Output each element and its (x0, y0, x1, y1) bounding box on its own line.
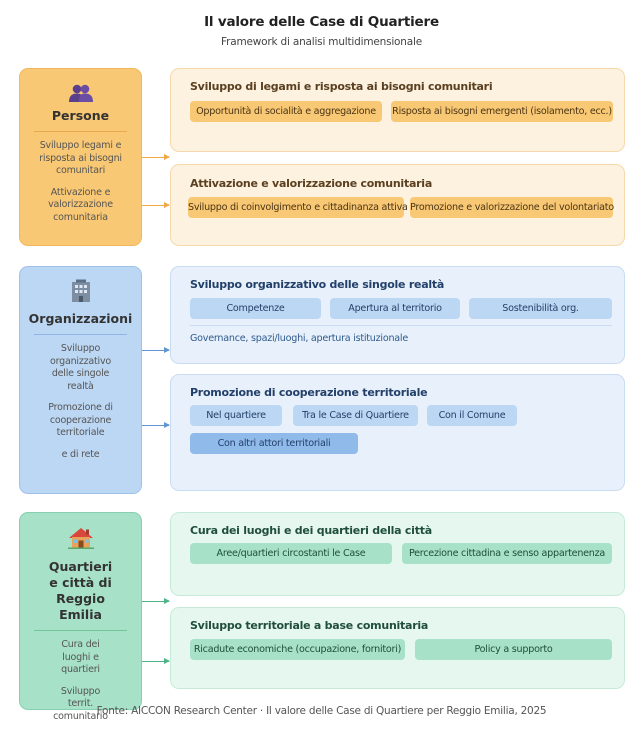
chip: Con altri attori territoriali (190, 433, 358, 454)
section-persone-box: Persone Sviluppo legami e risposta ai bi… (19, 68, 142, 246)
chip: Apertura al territorio (330, 298, 460, 319)
card-title: Cura dei luoghi e dei quartieri della ci… (190, 524, 432, 537)
chip: Sostenibilità org. (469, 298, 612, 319)
source-footer: Fonte: AICCON Research Center · Il valor… (96, 705, 547, 717)
building-icon (71, 279, 90, 302)
section-item: Promozione di cooperazione territoriale (48, 402, 113, 438)
connector-arrow (142, 347, 170, 353)
chip: Tra le Case di Quartiere (293, 405, 418, 426)
card-sviluppo-legami: Sviluppo di legami e risposta ai bisogni… (170, 68, 625, 152)
section-item: Attivazione e valorizzazione comunitaria (48, 186, 113, 223)
card-sviluppo-organizzativo: Sviluppo organizzativo delle singole rea… (170, 266, 625, 364)
chip: Sviluppo di coinvolgimento e cittadinanz… (188, 197, 408, 218)
chip: Competenze (190, 298, 321, 319)
divider (190, 325, 612, 326)
people-icon (68, 84, 93, 102)
card-title: Promozione di cooperazione territoriale (190, 386, 428, 399)
section-item: Sviluppo legami e risposta ai bisogni co… (39, 140, 122, 176)
divider (34, 334, 127, 335)
section-organizzazioni-box: Organizzazioni Sviluppo organizzativo de… (19, 266, 142, 494)
divider (34, 630, 127, 631)
section-quartieri-box: Quartieri e città di Reggio Emilia Cura … (19, 512, 142, 722)
card-cura-luoghi: Cura dei luoghi e dei quartieri della ci… (170, 512, 625, 596)
chip: Ricadute economiche (occupazione, fornit… (190, 639, 405, 660)
card-title: Sviluppo organizzativo delle singole rea… (190, 278, 445, 291)
section-title: Persone (51, 108, 110, 123)
connector-arrow (142, 598, 170, 604)
chip: Opportunità di socialità e aggregazione (190, 101, 382, 122)
chip: Percezione cittadina e senso appartenenz… (402, 543, 612, 564)
section-item: Cura dei luoghi e quartieri (61, 639, 100, 675)
card-title: Sviluppo territoriale a base comunitaria (190, 619, 429, 632)
connector-arrow (142, 422, 170, 428)
chip: Risposta ai bisogni emergenti (isolament… (391, 101, 613, 122)
card-title: Sviluppo di legami e risposta ai bisogni… (190, 80, 493, 93)
chip: Policy a supporto (415, 639, 612, 660)
diagram-subtitle: Framework di analisi multidimensionale (221, 36, 422, 48)
card-title: Attivazione e valorizzazione comunitaria (190, 177, 433, 190)
section-item: Sviluppo organizzativo delle singole rea… (49, 343, 112, 392)
connector-arrow (142, 658, 170, 664)
house-icon (67, 528, 94, 549)
connector-arrow (142, 154, 170, 160)
diagram-title: Il valore delle Case di Quartiere (204, 14, 439, 30)
section-title: Quartieri e città di Reggio Emilia (48, 559, 113, 622)
section-item: Sviluppo territ. comunitario (53, 685, 108, 722)
chip: Nel quartiere (190, 405, 282, 426)
card-cooperazione: Promozione di cooperazione territoriale … (170, 374, 625, 491)
card-attivazione: Attivazione e valorizzazione comunitaria… (170, 164, 625, 246)
divider (34, 131, 127, 132)
chip: Aree/quartieri circostanti le Case (190, 543, 392, 564)
chip: Promozione e valorizzazione del volontar… (410, 197, 614, 218)
card-note: Governance, spazi/luoghi, apertura istit… (190, 333, 408, 344)
section-title: Organizzazioni (28, 311, 133, 326)
section-item: e di rete (61, 448, 100, 460)
connector-arrow (142, 202, 170, 208)
chip: Con il Comune (427, 405, 517, 426)
card-sviluppo-territoriale: Sviluppo territoriale a base comunitaria… (170, 607, 625, 689)
